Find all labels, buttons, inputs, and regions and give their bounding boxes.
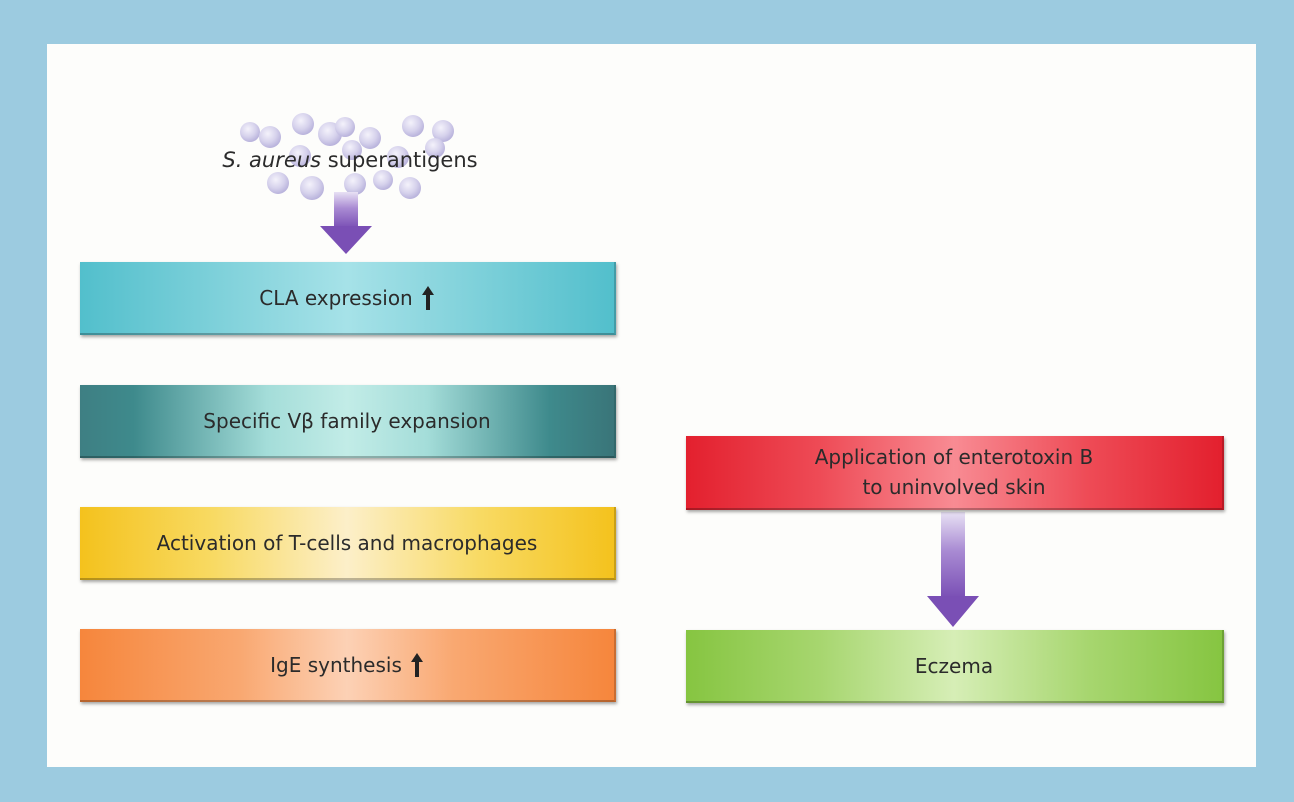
enterotoxin-application-line2: to uninvolved skin — [862, 475, 1046, 499]
bubble — [335, 117, 355, 137]
vbeta-expansion-box: Specific Vβ family expansion — [80, 385, 616, 458]
source-label-rest: superantigens — [321, 148, 478, 172]
activation-label: Activation of T-cells and macrophages — [156, 530, 538, 555]
eczema-box: Eczema — [686, 630, 1224, 703]
enterotoxin-application-box: Application of enterotoxin B to uninvolv… — [686, 436, 1224, 510]
bubble — [402, 115, 424, 137]
enterotoxin-application-line1: Application of enterotoxin B — [814, 445, 1094, 469]
bubble — [267, 172, 289, 194]
activation-box: Activation of T-cells and macrophages — [80, 507, 616, 580]
bubble — [387, 146, 409, 168]
up-arrow-icon — [421, 285, 434, 310]
bubble — [259, 126, 281, 148]
bubble — [373, 170, 393, 190]
eczema-label: Eczema — [914, 653, 994, 678]
bubble — [289, 145, 311, 167]
arrow-down-1 — [320, 192, 372, 254]
arrow-down-2 — [927, 512, 979, 627]
vbeta-expansion-label: Specific Vβ family expansion — [203, 408, 491, 433]
bubble — [292, 113, 314, 135]
bubble — [342, 140, 362, 160]
cla-expression-box: CLA expression — [80, 262, 616, 335]
superantigen-bubbles — [240, 113, 454, 200]
bubble — [425, 138, 445, 158]
bubble — [432, 120, 454, 142]
bubble — [300, 176, 324, 200]
bubble — [399, 177, 421, 199]
bubble — [240, 122, 260, 142]
source-label-italic: S. aureus — [222, 148, 322, 172]
ige-synthesis-label: IgE synthesis — [270, 652, 402, 677]
source-label: S. aureus superantigens — [200, 148, 500, 172]
ige-synthesis-box: IgE synthesis — [80, 629, 616, 702]
up-arrow-icon — [410, 652, 423, 677]
cla-expression-label: CLA expression — [259, 285, 413, 310]
bubble — [359, 127, 381, 149]
bubble — [344, 173, 366, 195]
